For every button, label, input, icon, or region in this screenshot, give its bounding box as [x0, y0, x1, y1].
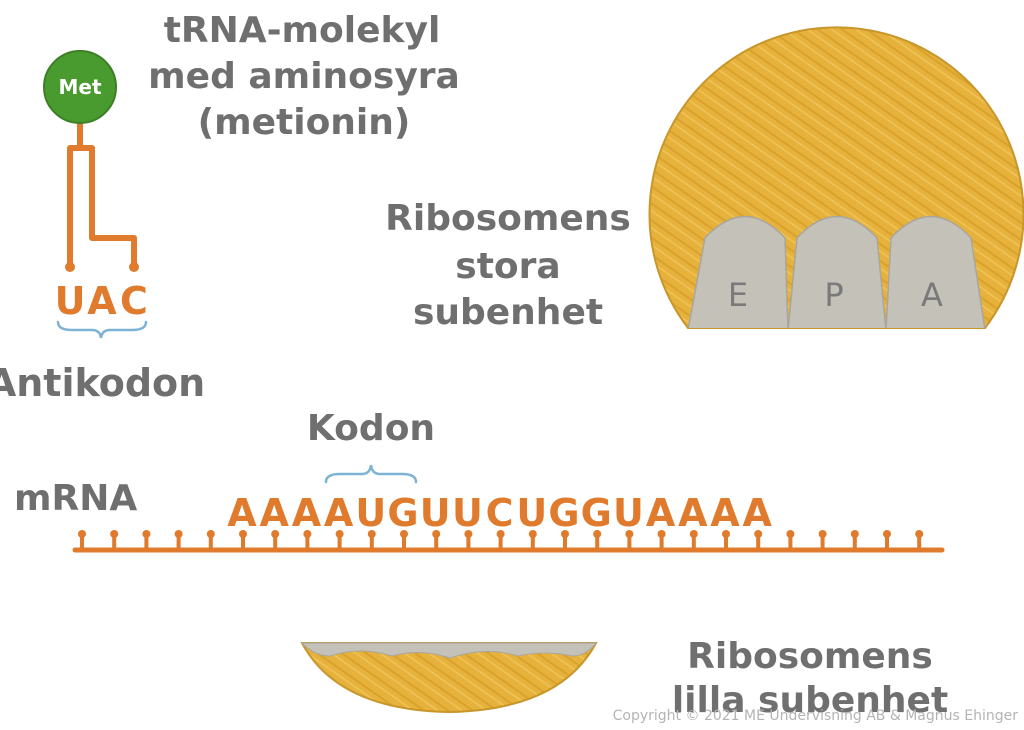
mrna-base: A — [259, 491, 289, 535]
anticodon-base: U — [55, 279, 86, 323]
copyright-notice: Copyright © 2021 ME Undervisning AB & Ma… — [612, 708, 1018, 724]
large-subunit-label-line: stora — [455, 246, 560, 287]
codon-brace — [324, 464, 418, 484]
mrna-nucleotide-stub-end — [271, 530, 280, 538]
methionine-circle — [43, 50, 117, 124]
trna-arm-end — [65, 262, 75, 272]
small-subunit-binding-surface — [300, 642, 598, 659]
small-subunit-label: Ribosomens lilla subenhet — [672, 636, 948, 721]
large-subunit-label: Ribosomens stora subenhet — [385, 198, 631, 333]
mrna-nucleotide-stub-end — [722, 530, 730, 538]
trna-title-line: (metionin) — [198, 102, 411, 143]
mrna-base: U — [355, 491, 386, 535]
mrna-base: U — [613, 491, 644, 535]
mrna-nucleotide-stub-end — [625, 530, 634, 538]
mrna-nucleotide-stub-end — [239, 530, 247, 538]
mrna-nucleotide-stub-end — [689, 530, 698, 538]
mrna-nucleotide-stub-end — [496, 530, 505, 538]
mrna-base: C — [486, 491, 514, 535]
mrna-base: A — [710, 491, 740, 535]
mrna-base: A — [646, 491, 676, 535]
small-subunit-label-line: lilla subenhet — [672, 680, 948, 721]
mrna-ticks — [78, 530, 924, 550]
p-site-label: P — [824, 276, 843, 314]
mrna-nucleotide-stub-end — [174, 530, 183, 538]
trna-backbone — [67, 115, 137, 268]
mrna-nucleotide-stub-end — [110, 530, 119, 538]
mrna-nucleotide-stub-end — [754, 530, 763, 538]
mrna-nucleotide-stub-end — [432, 530, 441, 538]
mrna-nucleotide-stub-end — [883, 530, 891, 538]
small-subunit-body — [300, 642, 598, 714]
trna-title-line: med aminosyra — [148, 56, 460, 97]
mrna-nucleotide-stub-end — [593, 530, 602, 538]
mrna-base: U — [516, 491, 547, 535]
trna-title-line: tRNA-molekyl — [164, 10, 441, 51]
large-subunit-label-line: Ribosomens — [385, 198, 631, 239]
mrna-base: A — [227, 491, 257, 535]
amino-acid-label: Met — [58, 75, 101, 99]
trna-arm-end — [129, 262, 139, 272]
large-subunit-label-line: subenhet — [413, 292, 603, 333]
mrna-base: G — [387, 491, 418, 535]
p-site — [787, 215, 887, 329]
a-site-label: A — [921, 276, 943, 314]
small-subunit-label-line: Ribosomens — [687, 636, 933, 677]
small-ribosomal-subunit — [300, 642, 598, 714]
mrna-nucleotide-stub-end — [528, 530, 537, 538]
mrna-nucleotide-stub-end — [561, 530, 569, 538]
mrna-nucleotide-stub-end — [78, 530, 86, 538]
mrna-nucleotide-stub-end — [303, 530, 312, 538]
codon-label: Kodon — [307, 408, 435, 449]
anticodon-base: C — [120, 279, 148, 323]
mrna-base: G — [581, 491, 612, 535]
mrna-nucleotide-stub-end — [400, 530, 408, 538]
a-site — [885, 215, 986, 329]
mrna-nucleotide-stub-end — [915, 530, 924, 538]
mrna-base: U — [452, 491, 483, 535]
trna-title: tRNA-molekyl med aminosyra (metionin) — [148, 10, 460, 143]
mrna-base: A — [678, 491, 708, 535]
e-site — [687, 215, 789, 329]
anticodon-label: Antikodon — [0, 361, 205, 405]
mrna-nucleotide-stub-end — [657, 530, 666, 538]
mrna-base: A — [742, 491, 772, 535]
mrna-nucleotide-stub-end — [818, 530, 827, 538]
mrna-nucleotide-stub-end — [142, 530, 151, 538]
mrna-nucleotide-stub-end — [850, 530, 859, 538]
e-site-label: E — [728, 276, 748, 314]
anticodon-brace — [56, 320, 148, 339]
mrna-nucleotide-stub-end — [335, 530, 344, 538]
mrna-base: G — [548, 491, 579, 535]
anticodon-base: A — [87, 279, 117, 323]
mrna-nucleotide-stub-end — [367, 530, 376, 538]
mrna-nucleotide-stub-end — [206, 530, 215, 538]
trna-molecule: Met U A C Antikodon — [0, 50, 205, 405]
mrna-base: U — [420, 491, 451, 535]
mrna-label: mRNA — [14, 478, 137, 519]
mrna-nucleotide-stub-end — [786, 530, 795, 538]
mrna-base: A — [292, 491, 322, 535]
large-ribosomal-subunit: E P A — [648, 26, 1024, 329]
mrna-base: A — [324, 491, 354, 535]
mrna-nucleotide-stub-end — [464, 530, 473, 538]
